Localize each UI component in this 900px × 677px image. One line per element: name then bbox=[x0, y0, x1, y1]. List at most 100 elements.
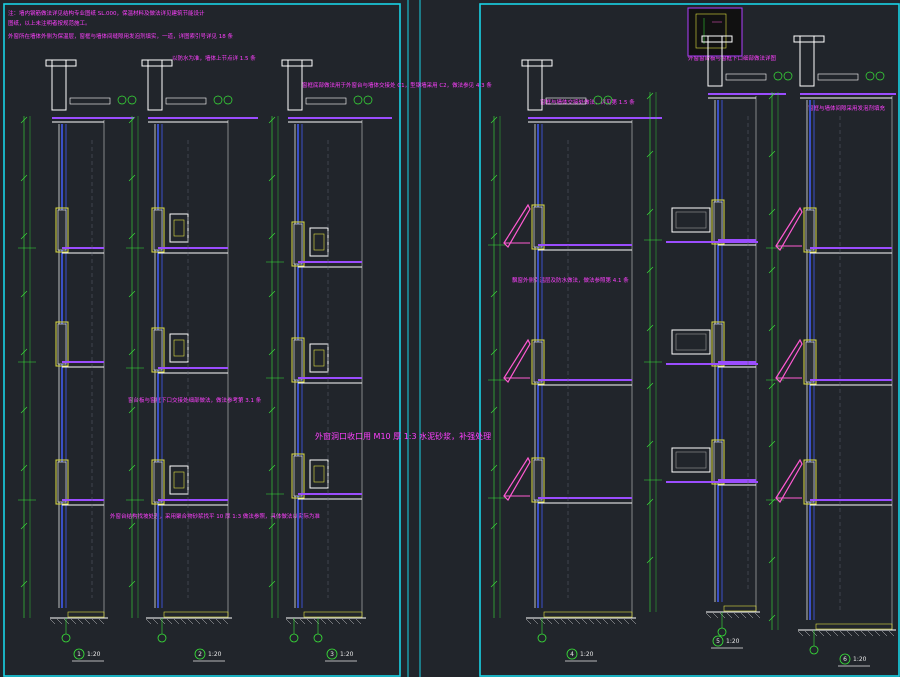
insulated-column bbox=[291, 221, 305, 267]
ground-hatch bbox=[595, 618, 602, 625]
detail-scale: 1:20 bbox=[208, 651, 222, 658]
ground-hatch bbox=[811, 630, 818, 637]
ground-hatch bbox=[320, 618, 327, 625]
ground-hatch bbox=[91, 618, 98, 625]
dimension-tick bbox=[268, 174, 276, 182]
dimension-tick bbox=[646, 208, 654, 216]
ground-hatch bbox=[208, 618, 215, 625]
callout-note: 窗框与墙体间隙采用发泡剂填充 bbox=[808, 104, 886, 112]
insulated-column bbox=[531, 339, 545, 385]
dimension-tick bbox=[646, 498, 654, 506]
detail-index-number: 1 bbox=[77, 651, 81, 658]
dimension-tick bbox=[490, 580, 498, 588]
dimension-tick bbox=[768, 440, 776, 448]
dimension-tick bbox=[490, 406, 498, 414]
dimension-tick bbox=[128, 522, 136, 530]
bottom-note: 外窗台结构找坡处理，采用聚合物砂浆找平 10 厚 1:3 做法参照，具体做法以实… bbox=[110, 512, 320, 520]
concrete-block bbox=[533, 459, 543, 501]
dimension-tick bbox=[20, 580, 28, 588]
dimension-tick bbox=[268, 348, 276, 356]
detail-index-circle bbox=[712, 635, 724, 647]
roof-label-box bbox=[545, 97, 587, 105]
concrete-block bbox=[713, 441, 723, 483]
ground-hatch bbox=[602, 618, 609, 625]
concrete-block bbox=[57, 461, 67, 503]
dimension-tick bbox=[268, 406, 276, 414]
ground-hatch bbox=[888, 630, 895, 637]
detail-label: 2 1:20 bbox=[193, 648, 225, 662]
insulated-column bbox=[711, 321, 725, 367]
ground-hatch bbox=[49, 618, 56, 625]
ground-hatch bbox=[747, 612, 754, 619]
dimension-tick bbox=[646, 92, 654, 100]
detail-label: 5 1:20 bbox=[711, 635, 743, 649]
ground-hatch bbox=[546, 618, 553, 625]
detail-index-circle bbox=[839, 653, 851, 665]
dimension-tick bbox=[20, 116, 28, 124]
ground-hatch bbox=[532, 618, 539, 625]
left-sheet-frame bbox=[3, 3, 401, 677]
ground-hatch bbox=[630, 618, 637, 625]
ground-hatch bbox=[180, 618, 187, 625]
wall-section-detail bbox=[126, 59, 258, 643]
general-note-line: 注：墙内钢筋做法详见结构专业图纸 SL.000，保温材料及做法详见建筑节能设计 bbox=[8, 9, 205, 17]
ground-hatch bbox=[553, 618, 560, 625]
callout-circle bbox=[353, 95, 363, 105]
dimension-tick bbox=[128, 348, 136, 356]
dimension-tick bbox=[646, 324, 654, 332]
window-frame-box bbox=[309, 459, 329, 489]
key-plan-outline bbox=[695, 13, 727, 49]
foundation-strip bbox=[543, 611, 633, 618]
dimension-tick bbox=[128, 174, 136, 182]
sunshade-bracket bbox=[503, 203, 531, 248]
wall-section-detail bbox=[644, 35, 793, 637]
concrete-block bbox=[805, 341, 815, 383]
dimension-tick bbox=[768, 266, 776, 274]
window-sill-box bbox=[173, 219, 185, 237]
ground-hatch bbox=[754, 612, 761, 619]
detail-scale: 1:20 bbox=[853, 656, 867, 663]
detail-index-circle bbox=[194, 648, 206, 660]
concrete-block bbox=[713, 201, 723, 243]
dimension-tick bbox=[268, 464, 276, 472]
grid-bubble bbox=[717, 627, 727, 637]
general-notes: 注：墙内钢筋做法详见结构专业图纸 SL.000，保温材料及做法详见建筑节能设计 … bbox=[8, 9, 233, 40]
detail-index-circle bbox=[566, 648, 578, 660]
detail-labels: 1 1:20 2 1:20 3 1:20 4 1:20 5 1:20 bbox=[72, 635, 870, 667]
ground-hatch bbox=[881, 630, 888, 637]
ground-hatch bbox=[327, 618, 334, 625]
detail-label: 6 1:20 bbox=[838, 653, 870, 667]
grid-bubble bbox=[313, 633, 323, 643]
dimension-tick bbox=[646, 266, 654, 274]
callout-circle bbox=[875, 71, 885, 81]
insulated-column bbox=[803, 339, 817, 385]
key-plan-thumbnail bbox=[687, 7, 743, 57]
parapet-cap bbox=[281, 59, 313, 67]
detail-scale: 1:20 bbox=[726, 638, 740, 645]
grid-bubble bbox=[537, 633, 547, 643]
ground-hatch bbox=[525, 618, 532, 625]
dimension-tick bbox=[20, 290, 28, 298]
bay-window-glass bbox=[675, 451, 707, 469]
foundation-strip bbox=[723, 605, 757, 612]
detail-scale: 1:20 bbox=[87, 651, 101, 658]
roof-label-box bbox=[165, 97, 207, 105]
ground-hatch bbox=[733, 612, 740, 619]
ground-hatch bbox=[623, 618, 630, 625]
ground-hatch bbox=[285, 618, 292, 625]
insulated-column bbox=[55, 207, 69, 253]
dimension-tick bbox=[268, 290, 276, 298]
dimension-tick bbox=[646, 556, 654, 564]
ground-hatch bbox=[159, 618, 166, 625]
foundation-strip bbox=[815, 623, 893, 630]
concrete-block bbox=[293, 223, 303, 265]
callout-circle bbox=[363, 95, 373, 105]
dimension-tick bbox=[20, 348, 28, 356]
insulated-column bbox=[803, 207, 817, 253]
grid-bubble bbox=[809, 645, 819, 655]
ground-hatch bbox=[166, 618, 173, 625]
right-sheet-frame bbox=[479, 3, 900, 677]
insulated-column bbox=[151, 327, 165, 373]
callout-note: 窗框与墙体交接处做法，详见第 1.5 条 bbox=[540, 98, 635, 106]
big-callout-note: 外窗洞口收口用 M10 厚 1:3 水泥砂浆，补强处理 bbox=[315, 431, 491, 441]
